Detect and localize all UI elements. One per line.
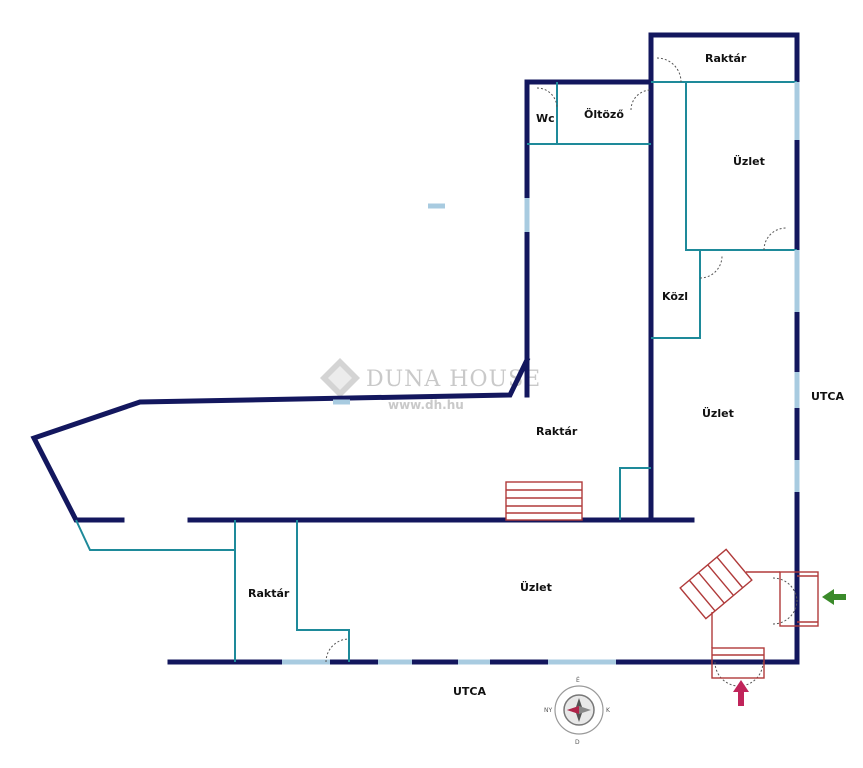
interior-walls <box>75 81 797 662</box>
compass-west: NY <box>544 707 552 714</box>
room-uzlet-bottom: Üzlet <box>520 580 552 594</box>
compass-east: K <box>606 707 611 714</box>
room-labels: Raktár Wc Öltöző Üzlet Közl Üzlet Raktár… <box>248 52 765 600</box>
arrow-left-icon <box>822 589 846 605</box>
room-uzlet-top: Üzlet <box>733 154 765 168</box>
stairs <box>505 481 819 679</box>
room-kozl: Közl <box>662 290 688 303</box>
house-logo-icon <box>320 358 360 398</box>
room-raktar-top: Raktár <box>705 52 747 65</box>
room-raktar-bottom: Raktár <box>248 587 290 600</box>
street-label-right: UTCA <box>811 390 845 403</box>
watermark: DUNA HOUSE www.dh.hu <box>320 358 540 412</box>
windows <box>282 82 800 665</box>
watermark-url: www.dh.hu <box>388 398 464 412</box>
arrow-up-icon <box>733 680 749 706</box>
compass-icon: É K D NY <box>544 676 611 746</box>
stairs-raktar <box>505 481 583 521</box>
street-label-bottom: UTCA <box>453 685 487 698</box>
exterior-walls <box>30 32 800 665</box>
room-uzlet-mid: Üzlet <box>702 406 734 420</box>
room-oltozo: Öltöző <box>584 107 624 121</box>
compass-north: É <box>576 676 580 684</box>
compass-south: D <box>575 739 580 746</box>
room-raktar-mid: Raktár <box>536 425 578 438</box>
stairs-corner <box>679 548 753 620</box>
stairs-right-entrance <box>779 571 819 627</box>
room-wc: Wc <box>536 112 555 125</box>
stairs-bottom-entrance <box>711 647 765 679</box>
